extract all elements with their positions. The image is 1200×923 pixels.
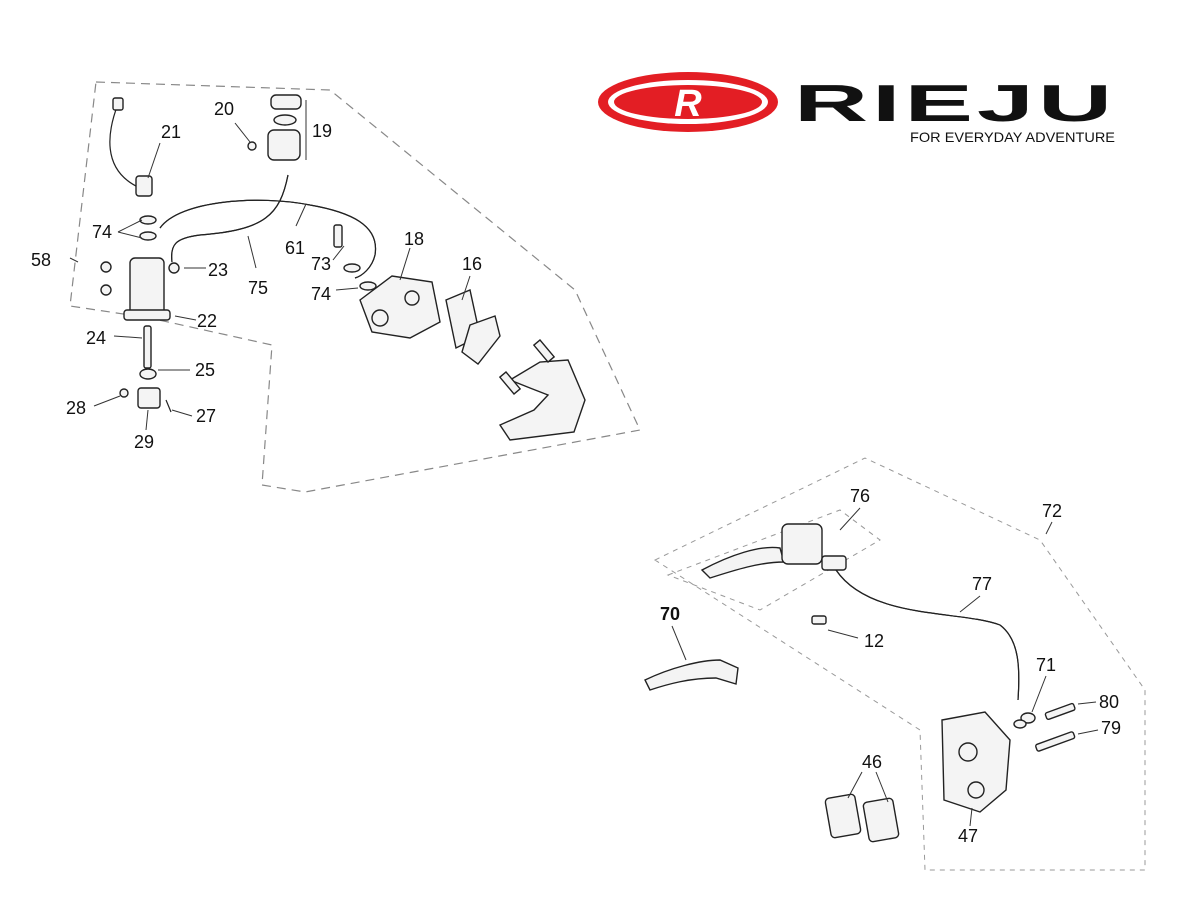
reservoir-seal-19 (273, 114, 297, 126)
nut-25 (139, 368, 157, 380)
rieju-logo: R RIEJU FOR EVERYDAY ADVENTURE (598, 72, 1116, 145)
label-24: 24 (86, 328, 106, 348)
pad-spring (461, 315, 501, 365)
hose-21 (109, 103, 141, 189)
caliper-bracket (498, 359, 586, 441)
washer-71 (1020, 712, 1036, 724)
pin-28 (119, 388, 129, 398)
label-16: 16 (462, 254, 482, 274)
label-71: 71 (1036, 655, 1056, 675)
washer-74c (343, 263, 361, 273)
pad-46b (862, 797, 900, 843)
label-22: 22 (197, 311, 217, 331)
label-61: 61 (285, 238, 305, 258)
screw-a (100, 261, 112, 273)
washer-74b (139, 231, 157, 241)
clevis-29 (137, 387, 161, 409)
label-20: 20 (214, 99, 234, 119)
clip-27 (165, 399, 172, 413)
label-72: 72 (1042, 501, 1062, 521)
label-19: 19 (312, 121, 332, 141)
lever-70 (644, 659, 739, 691)
push-rod-24 (143, 325, 152, 369)
fitting-23 (168, 262, 180, 274)
label-21: 21 (161, 122, 181, 142)
reservoir-cap-19 (270, 94, 302, 110)
screw-b (100, 284, 112, 296)
label-28: 28 (66, 398, 86, 418)
label-46: 46 (862, 752, 882, 772)
washer-74a (139, 215, 157, 225)
label-58: 58 (31, 250, 51, 270)
banjo-top (112, 97, 124, 111)
label-12: 12 (864, 631, 884, 651)
leader-lines (69, 100, 1099, 827)
logo-tagline: FOR EVERYDAY ADVENTURE (910, 129, 1115, 145)
master-cylinder-22 (129, 257, 165, 317)
pad-46a (824, 793, 862, 839)
fitting-21 (135, 175, 153, 197)
label-74a: 74 (92, 222, 112, 242)
logo-emblem-letter: R (674, 83, 702, 125)
label-75: 75 (248, 278, 268, 298)
label-70: 70 (660, 604, 680, 624)
front-brake-group (644, 457, 1146, 871)
part-labels: 20 19 21 74 58 23 22 75 61 73 74 18 16 2… (31, 99, 1121, 846)
label-76: 76 (850, 486, 870, 506)
label-27: 27 (196, 406, 216, 426)
label-29: 29 (134, 432, 154, 452)
front-caliper-47 (941, 711, 1011, 813)
bolt-79 (1035, 731, 1076, 752)
label-47: 47 (958, 826, 978, 846)
label-79: 79 (1101, 718, 1121, 738)
logo-wordmark: RIEJU (794, 75, 1116, 133)
label-23: 23 (208, 260, 228, 280)
hose-61 (159, 199, 377, 279)
front-lever-76 (700, 546, 785, 579)
screw-20 (247, 141, 257, 151)
washer-74d (359, 281, 377, 291)
label-77: 77 (972, 574, 992, 594)
label-73: 73 (311, 254, 331, 274)
bolt-80 (1044, 702, 1076, 721)
bleed-valve-12 (811, 615, 827, 625)
label-18: 18 (404, 229, 424, 249)
rear-brake-group (69, 81, 641, 493)
label-80: 80 (1099, 692, 1119, 712)
logo-emblem-core (614, 85, 762, 119)
reservoir-body-19 (267, 129, 301, 161)
hose-75 (171, 174, 289, 263)
front-master-cylinder-76 (781, 523, 823, 565)
rear-group-outline (69, 81, 641, 493)
label-74b: 74 (311, 284, 331, 304)
label-25: 25 (195, 360, 215, 380)
bolt-73 (333, 224, 343, 248)
